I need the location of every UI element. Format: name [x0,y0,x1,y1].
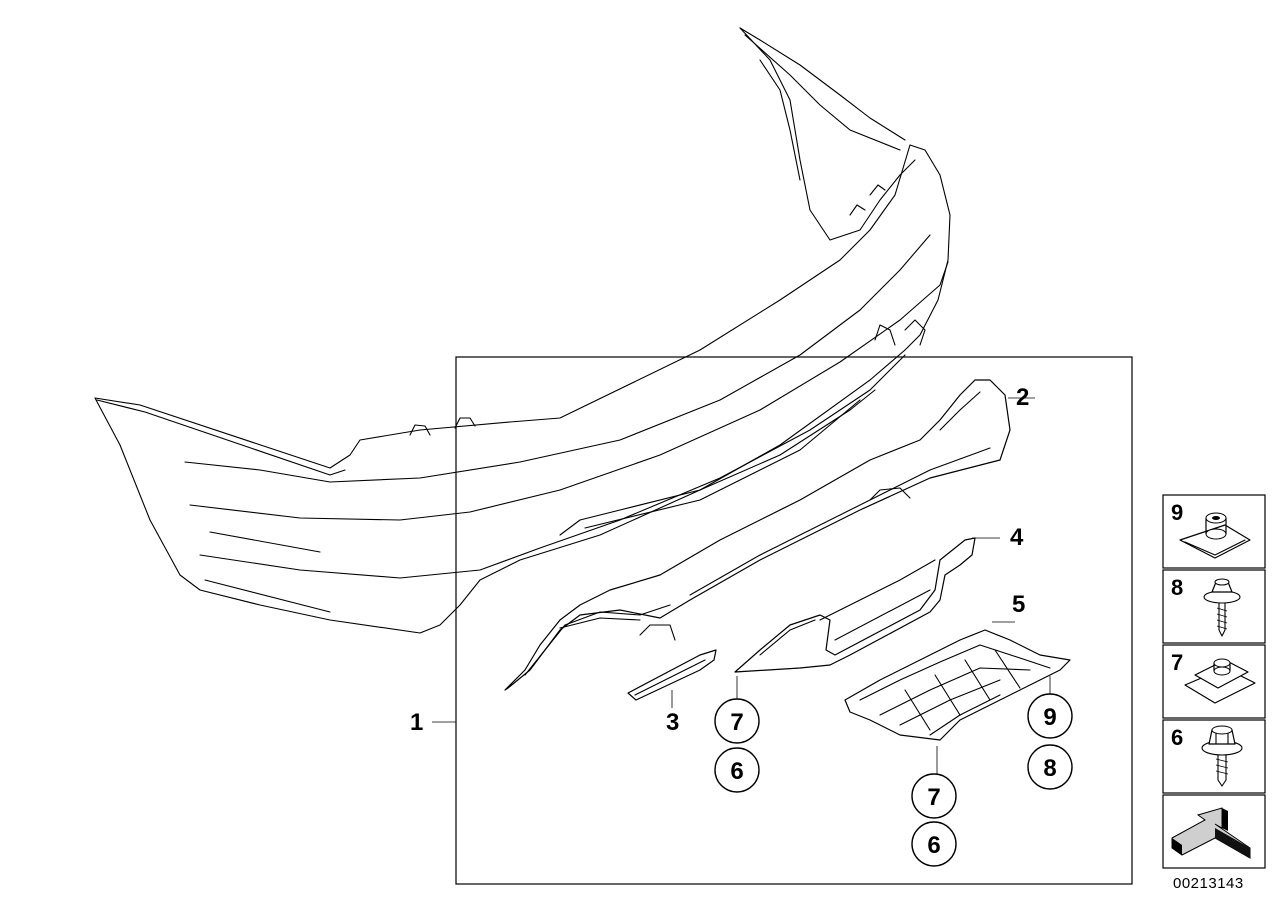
svg-text:6: 6 [730,758,743,785]
callout-5: 5 [1012,591,1025,618]
hex-screw-icon [1201,725,1243,787]
svg-text:8: 8 [1043,755,1056,782]
assembly-frame [455,356,1133,885]
legend-number: 8 [1171,575,1183,600]
clip-nut-icon [1184,658,1256,704]
circle-ref-right-bottom: 8 [1027,744,1073,790]
reinforcement-part [734,537,976,673]
circle-ref-left-top: 7 [714,698,760,744]
collar-screw-icon [1203,578,1241,637]
leader-lines [432,397,1051,774]
diffuser-part [504,379,1011,691]
svg-text:9: 9 [1043,704,1056,731]
speed-nut-icon [1179,512,1251,559]
callout-2: 2 [1016,384,1029,411]
legend-number: 6 [1171,725,1183,750]
legend-number: 9 [1171,500,1183,525]
circle-ref-lower-bottom: 6 [911,821,957,867]
direction-arrow-icon [1171,807,1251,859]
svg-text:6: 6 [927,832,940,859]
fastener-legend: 9 8 7 6 [1162,494,1266,869]
callout-3: 3 [666,709,679,736]
circle-ref-right-top: 9 [1027,693,1073,739]
document-id: 00213143 [1173,875,1244,892]
callout-1: 1 [410,709,423,736]
callout-4: 4 [1010,524,1024,551]
svg-text:7: 7 [730,709,743,736]
circle-ref-left-bottom: 6 [714,747,760,793]
circle-ref-lower-top: 7 [911,773,957,819]
bumper-trim-panel [94,27,951,634]
trim-strip-part [627,649,717,701]
legend-number: 7 [1171,650,1183,675]
svg-text:7: 7 [927,784,940,811]
underbody-panel-part [844,629,1071,741]
